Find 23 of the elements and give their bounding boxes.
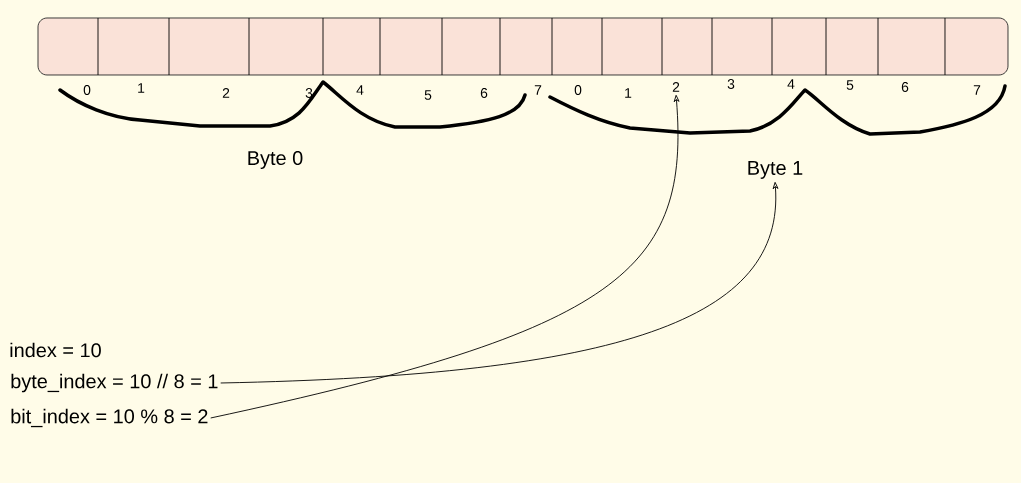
bit-number: 6 — [901, 82, 909, 92]
bit-number: 2 — [222, 88, 230, 98]
byte-label: Byte 0 — [248, 151, 303, 169]
bit-number: 3 — [305, 88, 313, 98]
bit-number: 0 — [83, 85, 91, 95]
bit-number: 7 — [973, 85, 981, 95]
byte-label: Byte 1 — [748, 161, 803, 179]
bit-number: 7 — [534, 85, 542, 95]
bit-number: 3 — [727, 79, 735, 89]
bit-number: 2 — [672, 82, 680, 92]
bit-number: 1 — [625, 88, 632, 98]
code-line: index = 10 — [10, 342, 101, 358]
bit-number: 4 — [356, 85, 364, 95]
bit-number: 5 — [424, 90, 432, 100]
bit-number: 0 — [574, 85, 582, 95]
bit-number: 1 — [138, 83, 145, 93]
code-line: byte_index = 10 // 8 = 1 — [11, 373, 218, 393]
bit-number: 4 — [787, 79, 795, 89]
arrow — [210, 94, 680, 419]
bit-number: 5 — [846, 80, 854, 90]
code-line: bit_index = 10 % 8 = 2 — [11, 408, 208, 428]
bit-number: 6 — [480, 88, 488, 98]
arrow — [220, 181, 779, 384]
